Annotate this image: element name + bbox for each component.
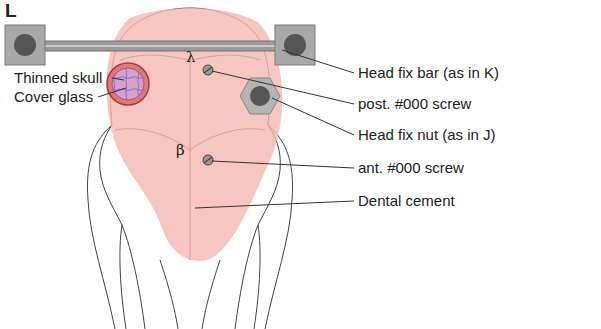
skull-outline: [87, 8, 292, 329]
head-fix-bar: [5, 25, 315, 65]
landmark-symbol: λ: [186, 48, 196, 66]
screw: [203, 65, 213, 165]
part-label: Thinned skull: [14, 69, 102, 87]
part-label: Head fix bar (as in K): [358, 64, 499, 82]
thinned-skull-window: [107, 63, 149, 105]
part-label: post. #000 screw: [358, 95, 471, 113]
landmark-symbol: β: [176, 141, 185, 159]
part-label: ant. #000 screw: [358, 159, 464, 177]
leader-line: [98, 50, 354, 208]
part-label: Dental cement: [358, 192, 455, 210]
part-label: Cover glass: [14, 88, 93, 106]
head-fix-nut: [240, 78, 280, 114]
part-label: Head fix nut (as in J): [358, 126, 496, 144]
panel-letter: L: [5, 2, 17, 20]
